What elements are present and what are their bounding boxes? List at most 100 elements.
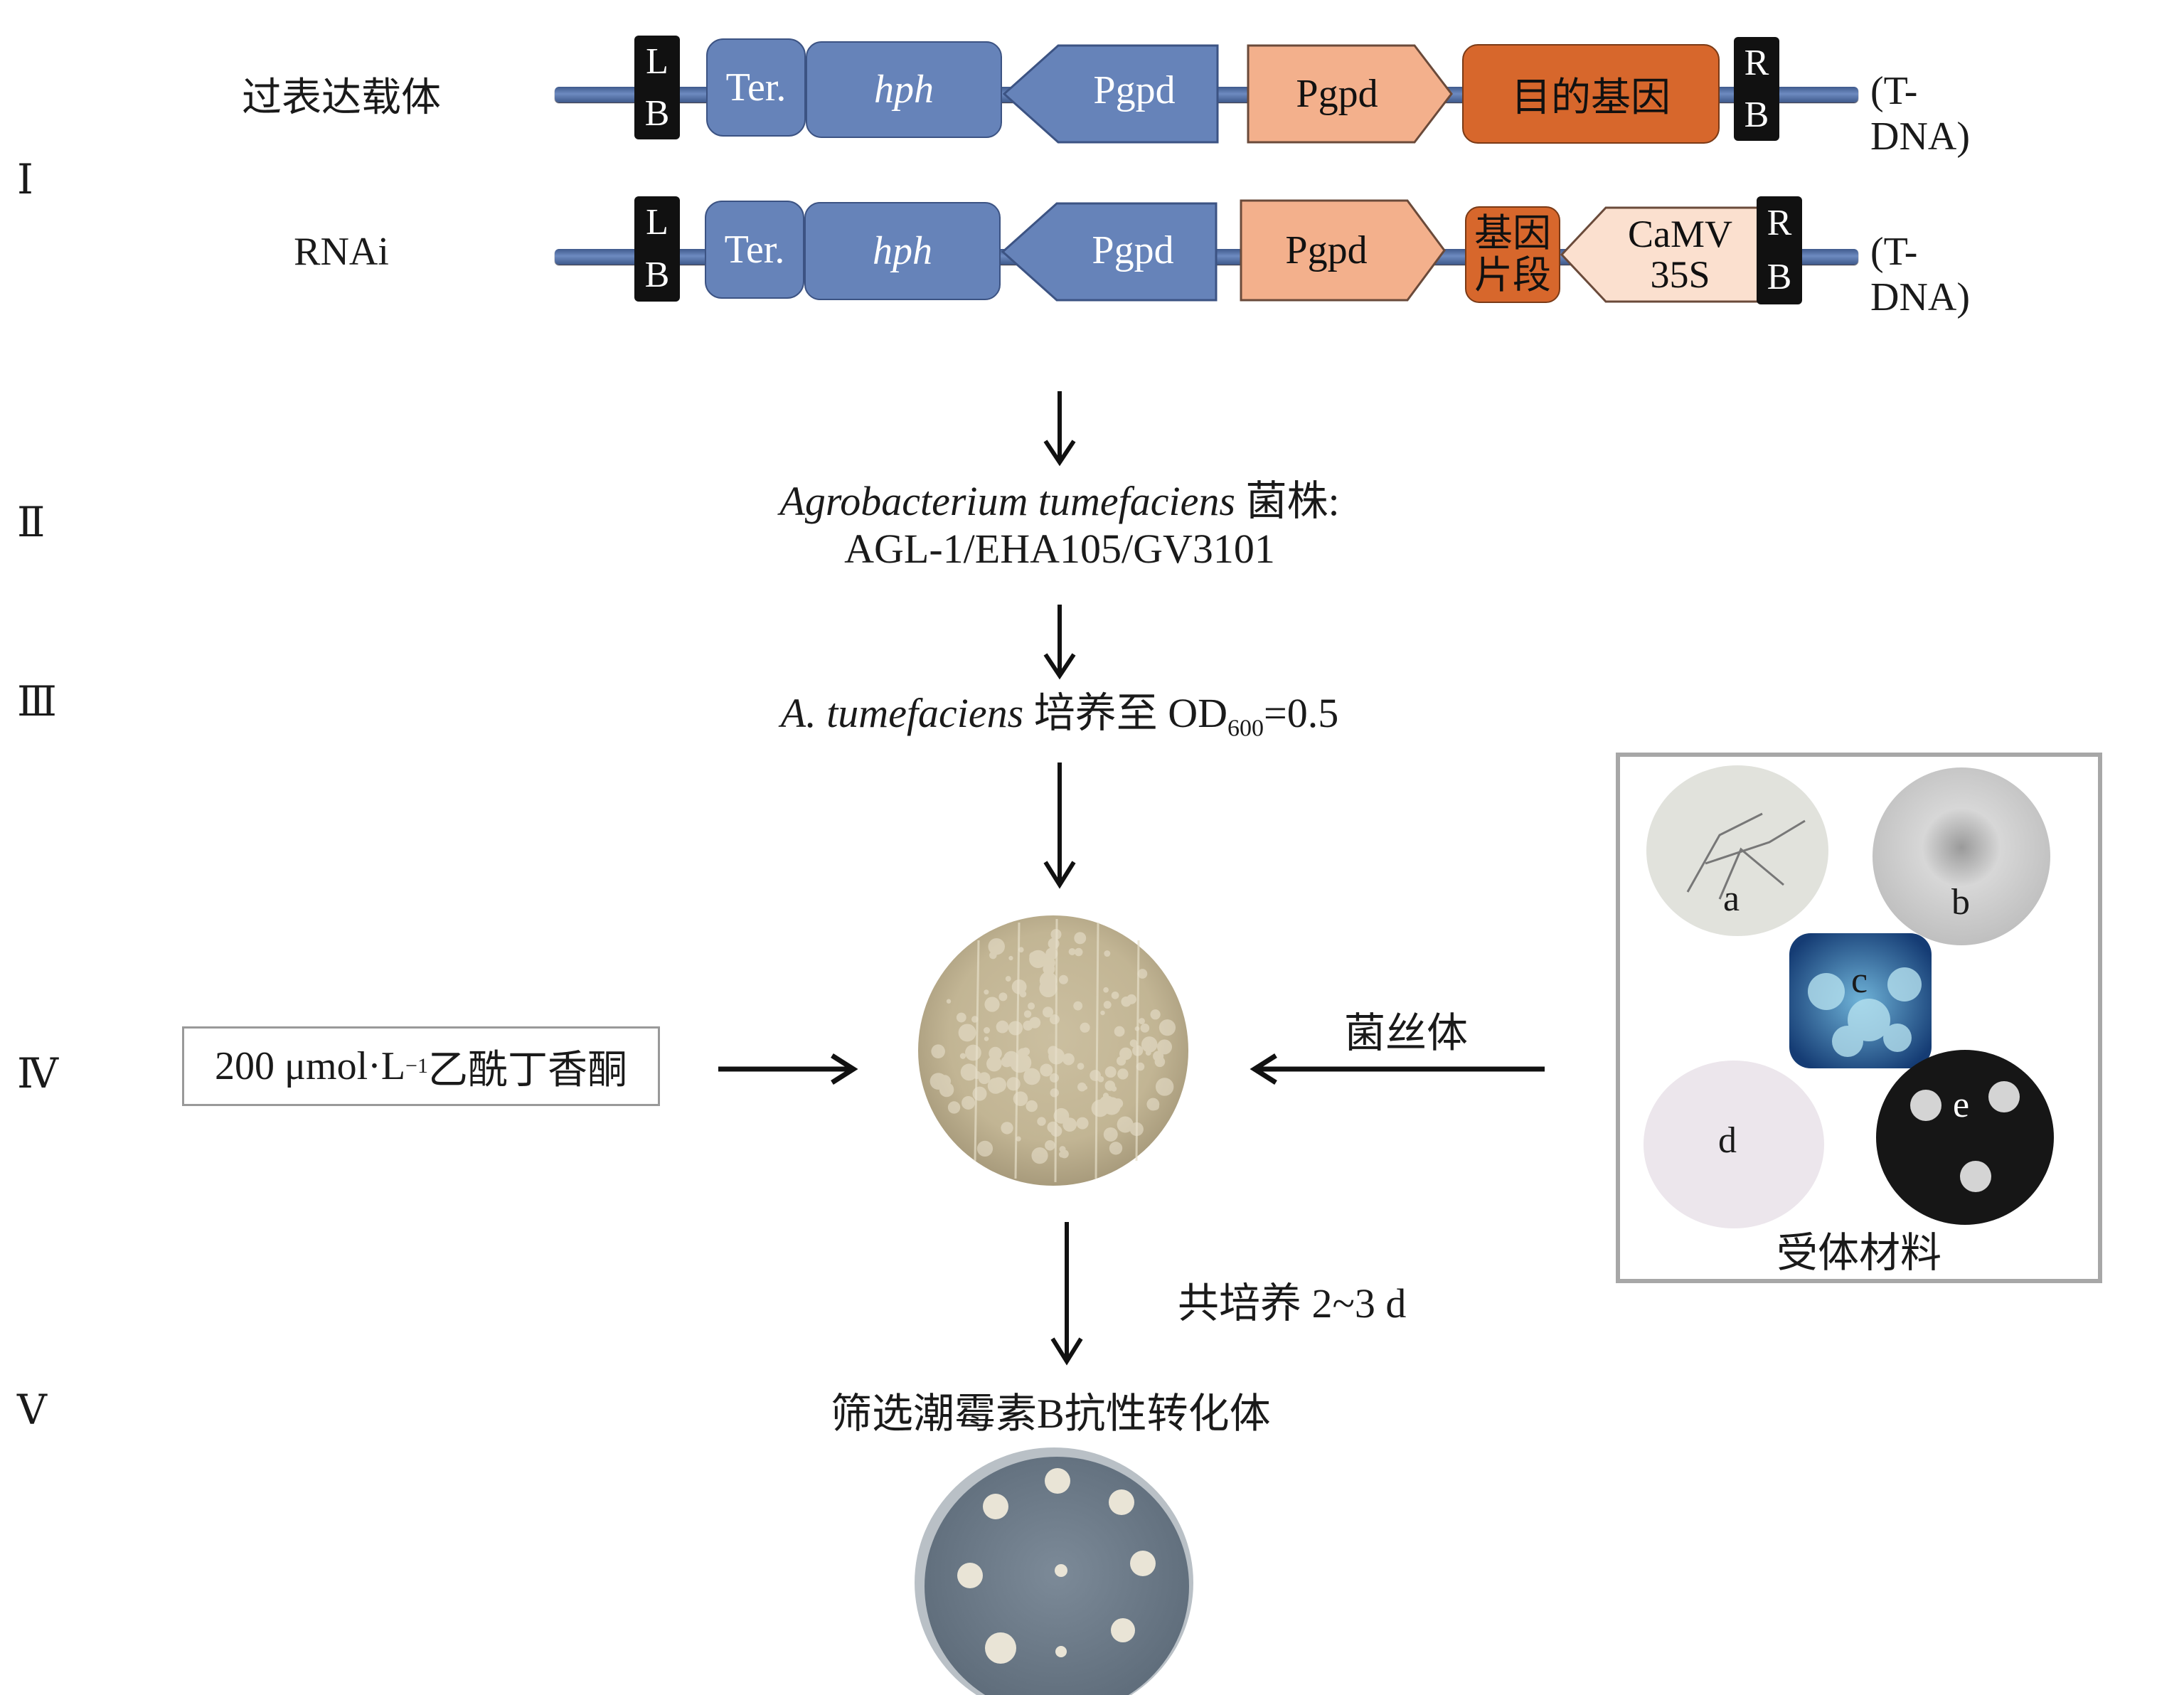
colony-speckle	[1001, 1056, 1013, 1068]
recipient-materials-title: 受体材料	[1776, 1230, 1941, 1276]
gene-fragment-label-line1: 基因	[1474, 211, 1551, 255]
agrobacterium-strain-text: Agrobacterium tumefaciens 菌株: AGL-1/EHA1…	[633, 478, 1486, 573]
pgpd-forward-label: Pgpd	[1285, 228, 1368, 272]
colony-speckle	[931, 1044, 945, 1058]
acetosyringone-box: 200 μmol·L−1 乙酰丁香酮	[182, 1026, 660, 1106]
label-d: d	[1718, 1120, 1737, 1161]
colony-speckle	[983, 1026, 991, 1034]
terminator-label: Ter.	[724, 228, 785, 272]
colony-speckle	[987, 1078, 1004, 1094]
down-arrow-1	[1043, 391, 1076, 467]
colony-speckle	[998, 992, 1008, 1001]
colony-speckle	[1006, 1077, 1021, 1091]
colony-speckle	[1023, 1020, 1033, 1031]
colony-speckle	[1001, 1122, 1013, 1135]
colony-speckle	[1005, 976, 1011, 982]
colony-speckle	[1126, 994, 1137, 1004]
colony-speckle	[959, 1053, 966, 1059]
colony-speckle	[939, 1082, 954, 1098]
right-arrow-inducer	[718, 1053, 858, 1085]
colony-speckle	[1073, 1001, 1083, 1011]
colony-speckle	[996, 1020, 1009, 1034]
colony-speckle	[941, 1075, 947, 1081]
colony-speckle	[1008, 1021, 1023, 1036]
colony-speckle	[1029, 950, 1048, 969]
colony-speckle	[1040, 1063, 1053, 1077]
colony-speckle	[1100, 1010, 1105, 1016]
colony-speckle	[1050, 929, 1062, 940]
colony-speckle	[1049, 1014, 1060, 1025]
colony-speckle	[1139, 1018, 1145, 1025]
colony-speckle	[1037, 1117, 1046, 1126]
colony-speckle	[960, 1063, 978, 1081]
pgpd-reverse-label: Pgpd	[1093, 68, 1176, 112]
colony-speckle	[971, 1016, 979, 1023]
colony-speckle	[1063, 1122, 1069, 1127]
colony-speckle	[1040, 980, 1045, 986]
colony-speckle	[1074, 932, 1087, 945]
step-numeral-3: Ⅲ	[17, 679, 57, 725]
inducer-compound: 乙酰丁香酮	[427, 1048, 627, 1093]
strain-list: AGL-1/EHA105/GV3101	[844, 525, 1275, 572]
colony-speckle	[1129, 1039, 1138, 1048]
colony-speckle	[1016, 1136, 1021, 1142]
pgpd-reverse-promoter	[1002, 44, 1219, 144]
colony-speckle	[1008, 955, 1013, 961]
colony-speckle	[976, 1140, 994, 1157]
recipient-images	[1644, 765, 2054, 1228]
colony-speckle	[1042, 1006, 1054, 1018]
camv-label-line1: CaMV	[1628, 213, 1732, 256]
image-b-fruiting-body	[1873, 767, 2050, 945]
lb-letter-b: B	[644, 255, 670, 295]
pgpd-reverse-promoter	[1001, 202, 1218, 302]
colony-speckle	[993, 999, 998, 1006]
overexpression-vector-label: 过表达载体	[242, 76, 441, 120]
colony-speckle	[1104, 1066, 1117, 1078]
rnai-vector-label: RNAi	[294, 230, 389, 274]
left-arrow-mycelium	[1250, 1053, 1545, 1085]
colony-speckle	[1062, 1053, 1075, 1066]
recipient-materials-panel: a b c d e 受体材料	[1616, 753, 2102, 1283]
colony-speckle	[1104, 950, 1111, 957]
colony-speckle	[1018, 947, 1024, 953]
colony-speckle	[1076, 1117, 1089, 1130]
colony-speckle	[1011, 979, 1027, 994]
step-numeral-1: Ⅰ	[17, 156, 33, 203]
tdna-label: (T-DNA)	[1870, 230, 1970, 319]
colony-speckle	[1112, 1098, 1124, 1109]
colony-speckle	[1111, 992, 1119, 999]
colony-speckle	[1103, 987, 1109, 993]
culture-od-text: A. tumefaciens 培养至 OD600=0.5	[633, 690, 1486, 743]
image-a-mycelium	[1646, 765, 1828, 936]
step-numeral-5: Ⅴ	[17, 1387, 47, 1433]
lb-letter-l: L	[646, 202, 668, 243]
lb-letter-l: L	[646, 41, 668, 82]
colony-speckle	[1091, 1099, 1109, 1117]
terminator-module: Ter.	[706, 38, 806, 137]
colony-speckle	[978, 1072, 991, 1085]
colony-speckle	[1077, 1063, 1085, 1070]
down-arrow-4	[1050, 1222, 1083, 1366]
colony-speckle	[1068, 947, 1076, 956]
gene-fragment-module: 基因 片段	[1465, 206, 1560, 303]
strain-suffix: 菌株:	[1235, 478, 1340, 524]
colony-speckle	[1155, 1078, 1174, 1096]
camv35s-label: CaMV 35S	[1604, 206, 1757, 303]
step-numeral-4: Ⅳ	[17, 1051, 58, 1097]
camv-label-line2: 35S	[1650, 253, 1710, 296]
hph-label: hph	[873, 229, 932, 273]
inducer-superscript: −1	[405, 1054, 428, 1078]
colony-speckle	[1103, 1127, 1118, 1142]
colony-speckle	[1103, 1001, 1112, 1009]
colony-speckle	[1058, 974, 1068, 984]
colony-speckle	[1045, 1139, 1055, 1151]
cocultivation-plate-image	[918, 915, 1188, 1186]
cocultivation-duration-label: 共培养 2~3 d	[1178, 1280, 1407, 1327]
colony-speckle	[1028, 1002, 1035, 1010]
colony-speckle	[1145, 1050, 1151, 1056]
image-d-spores	[1644, 1061, 1824, 1228]
pgpd-forward-promoter	[1247, 44, 1453, 144]
pgpd-reverse-label: Pgpd	[1092, 228, 1174, 272]
colony-speckle	[1060, 1149, 1069, 1159]
selection-plate-image	[915, 1447, 1193, 1695]
